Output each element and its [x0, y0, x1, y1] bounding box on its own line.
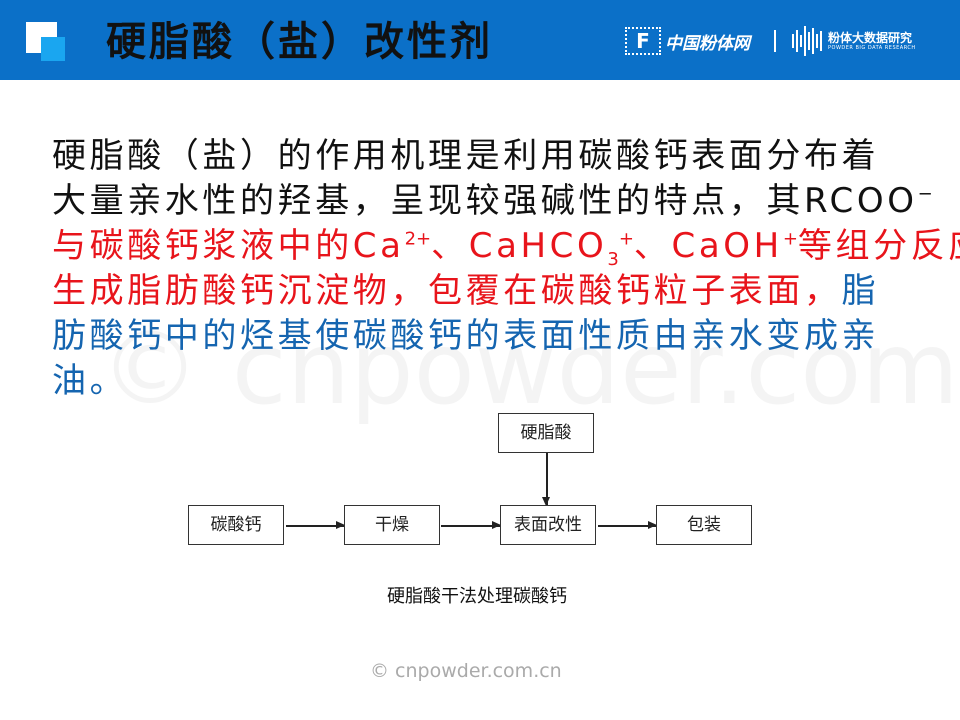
- cnpowder-logo-icon: F: [625, 27, 661, 55]
- text-line: 硬脂酸（盐）的作用机理是利用碳酸钙表面分布着: [52, 134, 960, 179]
- subscript: 3: [607, 248, 619, 270]
- text-line: 肪酸钙中的烃基使碳酸钙的表面性质由亲水变成亲: [52, 314, 960, 359]
- arrow-down: [543, 453, 549, 506]
- brand-name: 中国粉体网: [665, 33, 750, 54]
- arrow-right: [598, 522, 657, 528]
- box-step-3: 表面改性: [500, 505, 596, 545]
- text-line: 大量亲水性的羟基，呈现较强碱性的特点，其RCOO−: [52, 179, 960, 224]
- box-step-1: 碳酸钙: [188, 505, 284, 545]
- text-blue: 脂: [841, 271, 880, 311]
- brand2-cn: 粉体大数据研究: [828, 30, 913, 45]
- logo-square-accent-icon: [41, 37, 65, 61]
- superscript: +: [618, 228, 634, 250]
- superscript: −: [917, 183, 933, 205]
- text-black: 硬脂酸（盐）的作用机理是利用碳酸钙表面分布着: [52, 136, 880, 176]
- text-red: 等组分反应: [797, 226, 960, 266]
- box-input: 硬脂酸: [498, 413, 594, 453]
- background-watermark: © cnpowder.com.cn: [100, 310, 960, 427]
- text-line: 生成脂肪酸钙沉淀物，包覆在碳酸钙粒子表面，脂: [52, 269, 960, 314]
- text-blue: 肪酸钙中的烃基使碳酸钙的表面性质由亲水变成亲: [52, 316, 880, 356]
- data-bars-logo-icon: [792, 26, 822, 56]
- text-red: 与碳酸钙浆液中的Ca: [52, 226, 405, 266]
- box-step-4: 包装: [656, 505, 752, 545]
- diagram-caption: 硬脂酸干法处理碳酸钙: [387, 586, 567, 607]
- brand2: 粉体大数据研究 POWDER BIG DATA RESEARCH: [828, 31, 916, 52]
- header-bar: 硬脂酸（盐）改性剂 F 中国粉体网 粉体大数据研究 POWDER BIG DAT…: [0, 0, 960, 80]
- arrow-right: [286, 522, 345, 528]
- superscript: 2+: [404, 228, 432, 250]
- text-line: 油。: [52, 359, 960, 404]
- text-line: 与碳酸钙浆液中的Ca2+、CaHCO3+、CaOH+等组分反应: [52, 224, 960, 269]
- text-blue: 油。: [52, 361, 128, 401]
- brand2-en: POWDER BIG DATA RESEARCH: [828, 44, 916, 51]
- brand-logos: F 中国粉体网 粉体大数据研究 POWDER BIG DATA RESEARCH: [625, 24, 916, 58]
- text-red: 、CaOH: [633, 226, 783, 266]
- slide-title: 硬脂酸（盐）改性剂: [106, 19, 493, 65]
- box-step-2: 干燥: [344, 505, 440, 545]
- footer-watermark: © cnpowder.com.cn: [370, 660, 562, 682]
- text-red: 生成脂肪酸钙沉淀物，包覆在碳酸钙粒子表面，: [52, 271, 842, 311]
- superscript: +: [782, 228, 798, 250]
- text-black: 大量亲水性的羟基，呈现较强碱性的特点，其RCOO: [52, 181, 918, 221]
- arrow-right: [441, 522, 501, 528]
- brand-divider: [774, 30, 776, 52]
- text-red: 、CaHCO: [431, 226, 608, 266]
- body-paragraph: 硬脂酸（盐）的作用机理是利用碳酸钙表面分布着 大量亲水性的羟基，呈现较强碱性的特…: [52, 134, 960, 404]
